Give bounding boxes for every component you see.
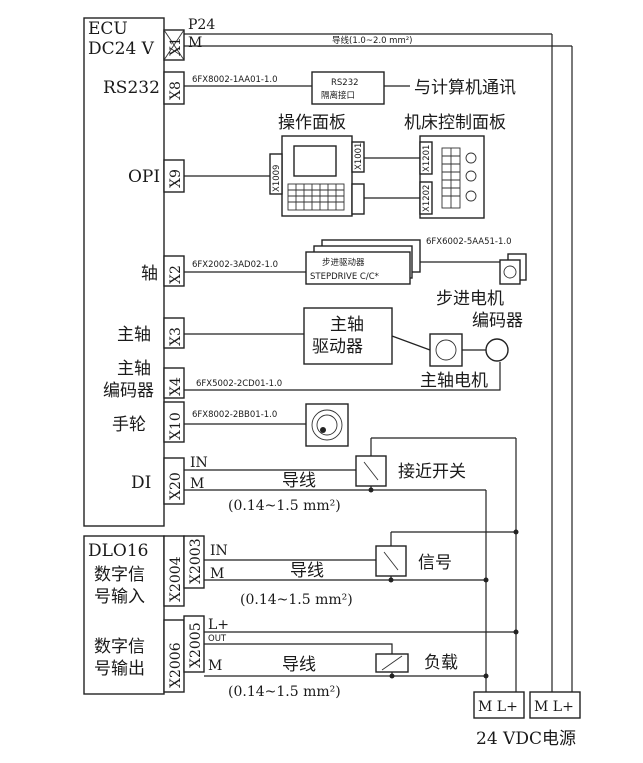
svg-text:主轴: 主轴 — [330, 315, 364, 335]
ecu-port-x20: X20 — [163, 457, 185, 505]
opi-label: OPI — [128, 167, 160, 187]
svg-text:X2003: X2003 — [188, 538, 204, 584]
m-label: M — [188, 35, 202, 51]
svg-text:M: M — [210, 566, 224, 582]
svg-text:X1001: X1001 — [354, 143, 364, 170]
svg-text:IN: IN — [210, 543, 228, 559]
axis-cable-code: 6FX2002-3AD02-1.0 — [192, 260, 278, 270]
stepper-motor-label: 步进电机 — [436, 289, 504, 309]
dlo16-title: DLO16 — [88, 541, 149, 561]
svg-text:数字信: 数字信 — [94, 637, 145, 657]
ecu-port-x10: X10 — [163, 401, 185, 443]
svg-text:X1: X1 — [168, 37, 184, 56]
svg-text:编码器: 编码器 — [472, 311, 523, 331]
svg-text:隔离接口: 隔离接口 — [321, 90, 355, 101]
output-wire-size: (0.14~1.5 mm²) — [228, 684, 341, 700]
spindle-encoder-label: 主轴 — [117, 359, 151, 379]
x1-wire-label: 导线(1.0~2.0 mm²) — [332, 35, 412, 46]
svg-text:STEPDRIVE C/C*: STEPDRIVE C/C* — [310, 272, 379, 282]
signal-label: 信号 — [418, 553, 452, 573]
svg-text:数字信: 数字信 — [94, 565, 145, 585]
input-wire-label: 导线 — [290, 561, 324, 581]
machine-panel-label: 机床控制面板 — [404, 113, 506, 133]
ecu-block — [83, 17, 165, 527]
svg-text:M L+: M L+ — [534, 699, 574, 715]
svg-text:X2006: X2006 — [168, 642, 184, 688]
power-terminal-2 — [529, 691, 581, 719]
svg-text:X20: X20 — [168, 472, 184, 500]
encoder-cable-code: 6FX5002-2CD01-1.0 — [196, 379, 282, 389]
di-m-label: M — [190, 476, 204, 492]
svg-text:L+: L+ — [208, 617, 229, 633]
svg-text:号输入: 号输入 — [94, 587, 145, 607]
spindle-encoder — [485, 338, 509, 362]
power-label: 24 VDC电源 — [476, 729, 576, 749]
handwheel — [305, 403, 349, 447]
di-wire-size: (0.14~1.5 mm²) — [228, 498, 341, 514]
svg-text:步进驱动器: 步进驱动器 — [322, 257, 365, 268]
p24-label: P24 — [188, 17, 215, 33]
svg-text:OUT: OUT — [208, 634, 227, 644]
ecu-port-x9: X9 — [163, 159, 185, 193]
svg-text:M L+: M L+ — [478, 699, 518, 715]
svg-text:X1202: X1202 — [422, 185, 432, 212]
stepper-drive — [305, 251, 411, 285]
svg-text:RS232: RS232 — [331, 78, 359, 88]
dlo16-block — [83, 535, 165, 695]
svg-text:X10: X10 — [168, 412, 184, 440]
output-wire-label: 导线 — [282, 655, 316, 675]
op-panel-label: 操作面板 — [278, 113, 346, 133]
input-wire-size: (0.14~1.5 mm²) — [240, 592, 353, 608]
stepper-motor — [499, 259, 521, 285]
axis-label: 轴 — [141, 264, 158, 284]
rs232-label: RS232 — [103, 78, 160, 98]
ecu-port-x4: X4 — [163, 367, 185, 399]
svg-text:X9: X9 — [168, 169, 184, 188]
ecu-port-x3: X3 — [163, 317, 185, 349]
svg-text:X2005: X2005 — [188, 622, 204, 668]
svg-text:M: M — [208, 658, 222, 674]
spindle-label: 主轴 — [117, 325, 151, 345]
di-in-label: IN — [190, 455, 208, 471]
proximity-label: 接近开关 — [398, 462, 466, 482]
svg-text:号输出: 号输出 — [94, 659, 145, 679]
svg-text:X1201: X1201 — [422, 145, 432, 172]
svg-text:X4: X4 — [168, 377, 184, 396]
di-label: DI — [131, 473, 151, 493]
svg-text:编码器: 编码器 — [103, 381, 154, 401]
ecu-port-x1 — [163, 29, 185, 61]
ecu-title: ECU — [88, 19, 128, 39]
ecu-power-label: DC24 V — [88, 39, 155, 59]
load-label: 负载 — [424, 653, 458, 673]
svg-text:X2004: X2004 — [168, 556, 184, 602]
stepper-cable-code: 6FX6002-5AA51-1.0 — [426, 237, 512, 247]
handwheel-cable-code: 6FX8002-2BB01-1.0 — [192, 410, 277, 420]
spindle-drive — [303, 307, 393, 365]
pc-comm-label: 与计算机通讯 — [414, 78, 516, 98]
svg-text:X8: X8 — [168, 81, 184, 100]
svg-text:X2: X2 — [168, 265, 184, 284]
handwheel-label: 手轮 — [112, 415, 146, 435]
power-terminal-1 — [473, 691, 525, 719]
spindle-motor-label: 主轴电机 — [420, 371, 488, 391]
port-x2003 — [183, 535, 205, 589]
ecu-port-x2: X2 — [163, 255, 185, 287]
di-wire-label: 导线 — [282, 471, 316, 491]
svg-text:驱动器: 驱动器 — [312, 337, 363, 357]
svg-text:X3: X3 — [168, 327, 184, 346]
rs232-isolator-box — [311, 71, 385, 105]
rs232-cable-code: 6FX8002-1AA01-1.0 — [192, 75, 278, 85]
ecu-port-x8: X8 — [163, 71, 185, 105]
svg-text:X1009: X1009 — [272, 165, 282, 192]
spindle-motor — [429, 333, 463, 367]
